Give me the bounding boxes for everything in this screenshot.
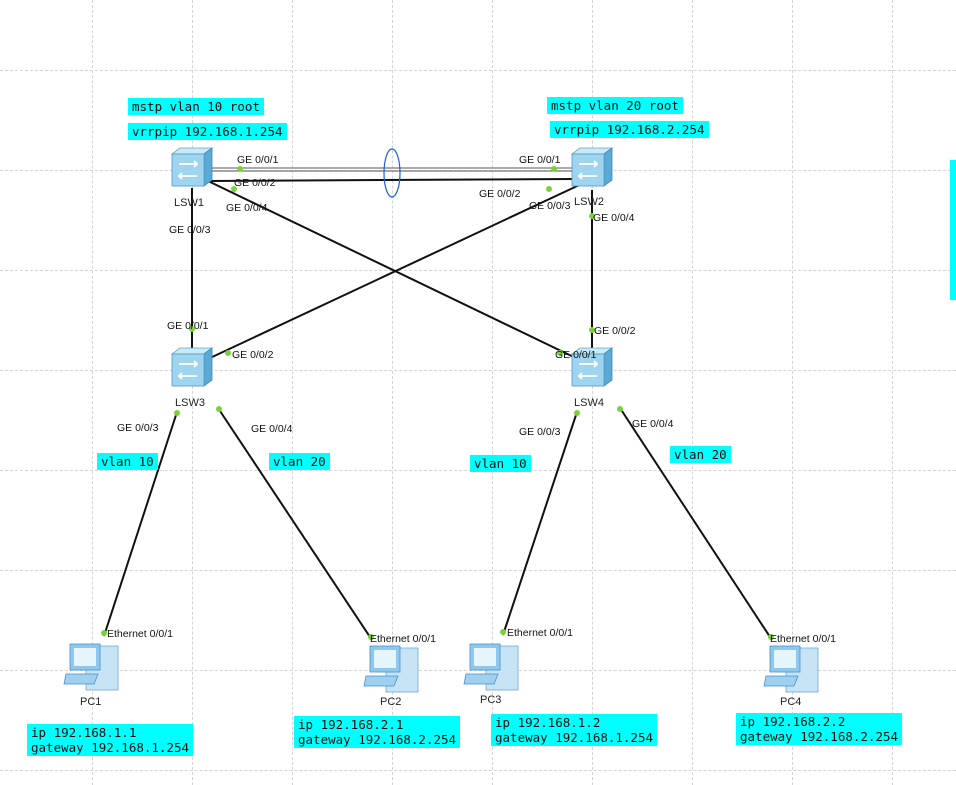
link-lsw2-lsw3[interactable]: [209, 179, 591, 359]
lsw3-name: LSW3: [175, 397, 205, 409]
pc4-eth-label: Ethernet 0/0/1: [770, 633, 836, 645]
port-dot: [237, 166, 243, 172]
port-dot: [231, 186, 237, 192]
grid-line: [392, 0, 393, 785]
switch-icon[interactable]: [170, 347, 214, 387]
lsw4-ge001-label: GE 0/0/1: [555, 349, 597, 361]
pc2-ip: ip 192.168.2.1: [298, 717, 404, 732]
lsw1-vrrp-label: vrrpip 192.168.1.254: [128, 123, 287, 140]
lsw1-ge003-label: GE 0/0/3: [169, 224, 211, 236]
port-dot: [189, 326, 195, 332]
lsw2-name: LSW2: [574, 196, 604, 208]
switch-icon[interactable]: [570, 147, 614, 187]
pc-icon[interactable]: [463, 643, 519, 691]
lsw3-ge001-label: GE 0/0/1: [167, 320, 209, 332]
grid-line: [592, 0, 593, 785]
lsw1-mstp-label: mstp vlan 10 root: [128, 98, 264, 115]
pc4-name: PC4: [780, 696, 802, 708]
grid-line: [0, 70, 956, 71]
lsw1-ge004-label: GE 0/0/4: [226, 202, 268, 214]
pc2-config-label: ip 192.168.2.1 gateway 192.168.2.254: [294, 716, 461, 748]
port-dot: [546, 186, 552, 192]
lsw4-name: LSW4: [574, 397, 604, 409]
lsw3-ge003-label: GE 0/0/3: [117, 422, 159, 434]
grid-line: [192, 0, 193, 785]
pc2-eth-label: Ethernet 0/0/1: [370, 633, 436, 645]
pc1-eth-label: Ethernet 0/0/1: [107, 628, 173, 640]
lsw2-ge004-label: GE 0/0/4: [593, 212, 635, 224]
lsw1-name: LSW1: [174, 197, 204, 209]
lsw4-vlan10-label: vlan 10: [470, 455, 531, 472]
port-dot: [551, 166, 557, 172]
port-dot: [225, 350, 231, 356]
link-lsw4-pc3[interactable]: [502, 411, 578, 636]
pc4-gateway: gateway 192.168.2.254: [740, 729, 899, 744]
pc4-config-label: ip 192.168.2.2 gateway 192.168.2.254: [736, 713, 903, 745]
port-dot: [617, 406, 623, 412]
lsw3-ge004-label: GE 0/0/4: [251, 423, 293, 435]
grid-line: [0, 670, 956, 671]
switch-icon[interactable]: [170, 147, 214, 187]
pc4-ip: ip 192.168.2.2: [740, 714, 846, 729]
lsw4-ge002-label: GE 0/0/2: [594, 325, 636, 337]
port-dot: [101, 630, 107, 636]
link-lsw1-lsw2-g2[interactable]: [207, 178, 575, 182]
grid-line: [692, 0, 693, 785]
port-dot: [589, 213, 595, 219]
pc1-gateway: gateway 192.168.1.254: [31, 740, 190, 755]
pc-icon[interactable]: [763, 645, 819, 693]
link-lsw3-pc2[interactable]: [217, 407, 373, 641]
lsw3-ge002-label: GE 0/0/2: [232, 349, 274, 361]
link-lsw4-pc4[interactable]: [619, 407, 773, 641]
pc1-ip: ip 192.168.1.1: [31, 725, 137, 740]
port-dot: [574, 410, 580, 416]
port-dot: [589, 327, 595, 333]
grid-line: [0, 270, 956, 271]
port-dot: [768, 634, 774, 640]
grid-line: [492, 0, 493, 785]
partial-label-strip: [950, 160, 956, 300]
lsw1-ge001-label: GE 0/0/1: [237, 154, 279, 166]
port-dot: [174, 410, 180, 416]
pc3-name: PC3: [480, 694, 502, 706]
grid-line: [892, 0, 893, 785]
pc3-ip: ip 192.168.1.2: [495, 715, 601, 730]
pc1-name: PC1: [80, 696, 102, 708]
grid-line: [0, 770, 956, 771]
pc2-gateway: gateway 192.168.2.254: [298, 732, 457, 747]
lsw4-ge003-label: GE 0/0/3: [519, 426, 561, 438]
grid-line: [292, 0, 293, 785]
port-dot: [557, 350, 563, 356]
lsw2-ge001-label: GE 0/0/1: [519, 154, 561, 166]
lsw1-ge002-label: GE 0/0/2: [234, 177, 276, 189]
grid-line: [0, 570, 956, 571]
port-dot: [368, 634, 374, 640]
lsw4-ge004-label: GE 0/0/4: [632, 418, 674, 430]
link-lsw3-pc1[interactable]: [103, 411, 178, 637]
pc3-eth-label: Ethernet 0/0/1: [507, 627, 573, 639]
grid-line: [92, 0, 93, 785]
lsw2-mstp-label: mstp vlan 20 root: [547, 97, 683, 114]
pc-icon[interactable]: [363, 645, 419, 693]
lsw4-vlan20-label: vlan 20: [670, 446, 731, 463]
pc-icon[interactable]: [63, 643, 119, 691]
port-dot: [500, 629, 506, 635]
grid-line: [0, 370, 956, 371]
pc1-config-label: ip 192.168.1.1 gateway 192.168.1.254: [27, 724, 194, 756]
pc3-config-label: ip 192.168.1.2 gateway 192.168.1.254: [491, 714, 658, 746]
lsw2-ge002-label: GE 0/0/2: [479, 188, 521, 200]
lsw2-vrrp-label: vrrpip 192.168.2.254: [550, 121, 709, 138]
lsw3-vlan10-label: vlan 10: [97, 453, 158, 470]
pc3-gateway: gateway 192.168.1.254: [495, 730, 654, 745]
switch-icon[interactable]: [570, 347, 614, 387]
port-dot: [216, 406, 222, 412]
eth-trunk-ellipse: [383, 148, 401, 198]
pc2-name: PC2: [380, 696, 402, 708]
lsw3-vlan20-label: vlan 20: [269, 453, 330, 470]
lsw2-ge003-label: GE 0/0/3: [529, 200, 571, 212]
grid-line: [792, 0, 793, 785]
